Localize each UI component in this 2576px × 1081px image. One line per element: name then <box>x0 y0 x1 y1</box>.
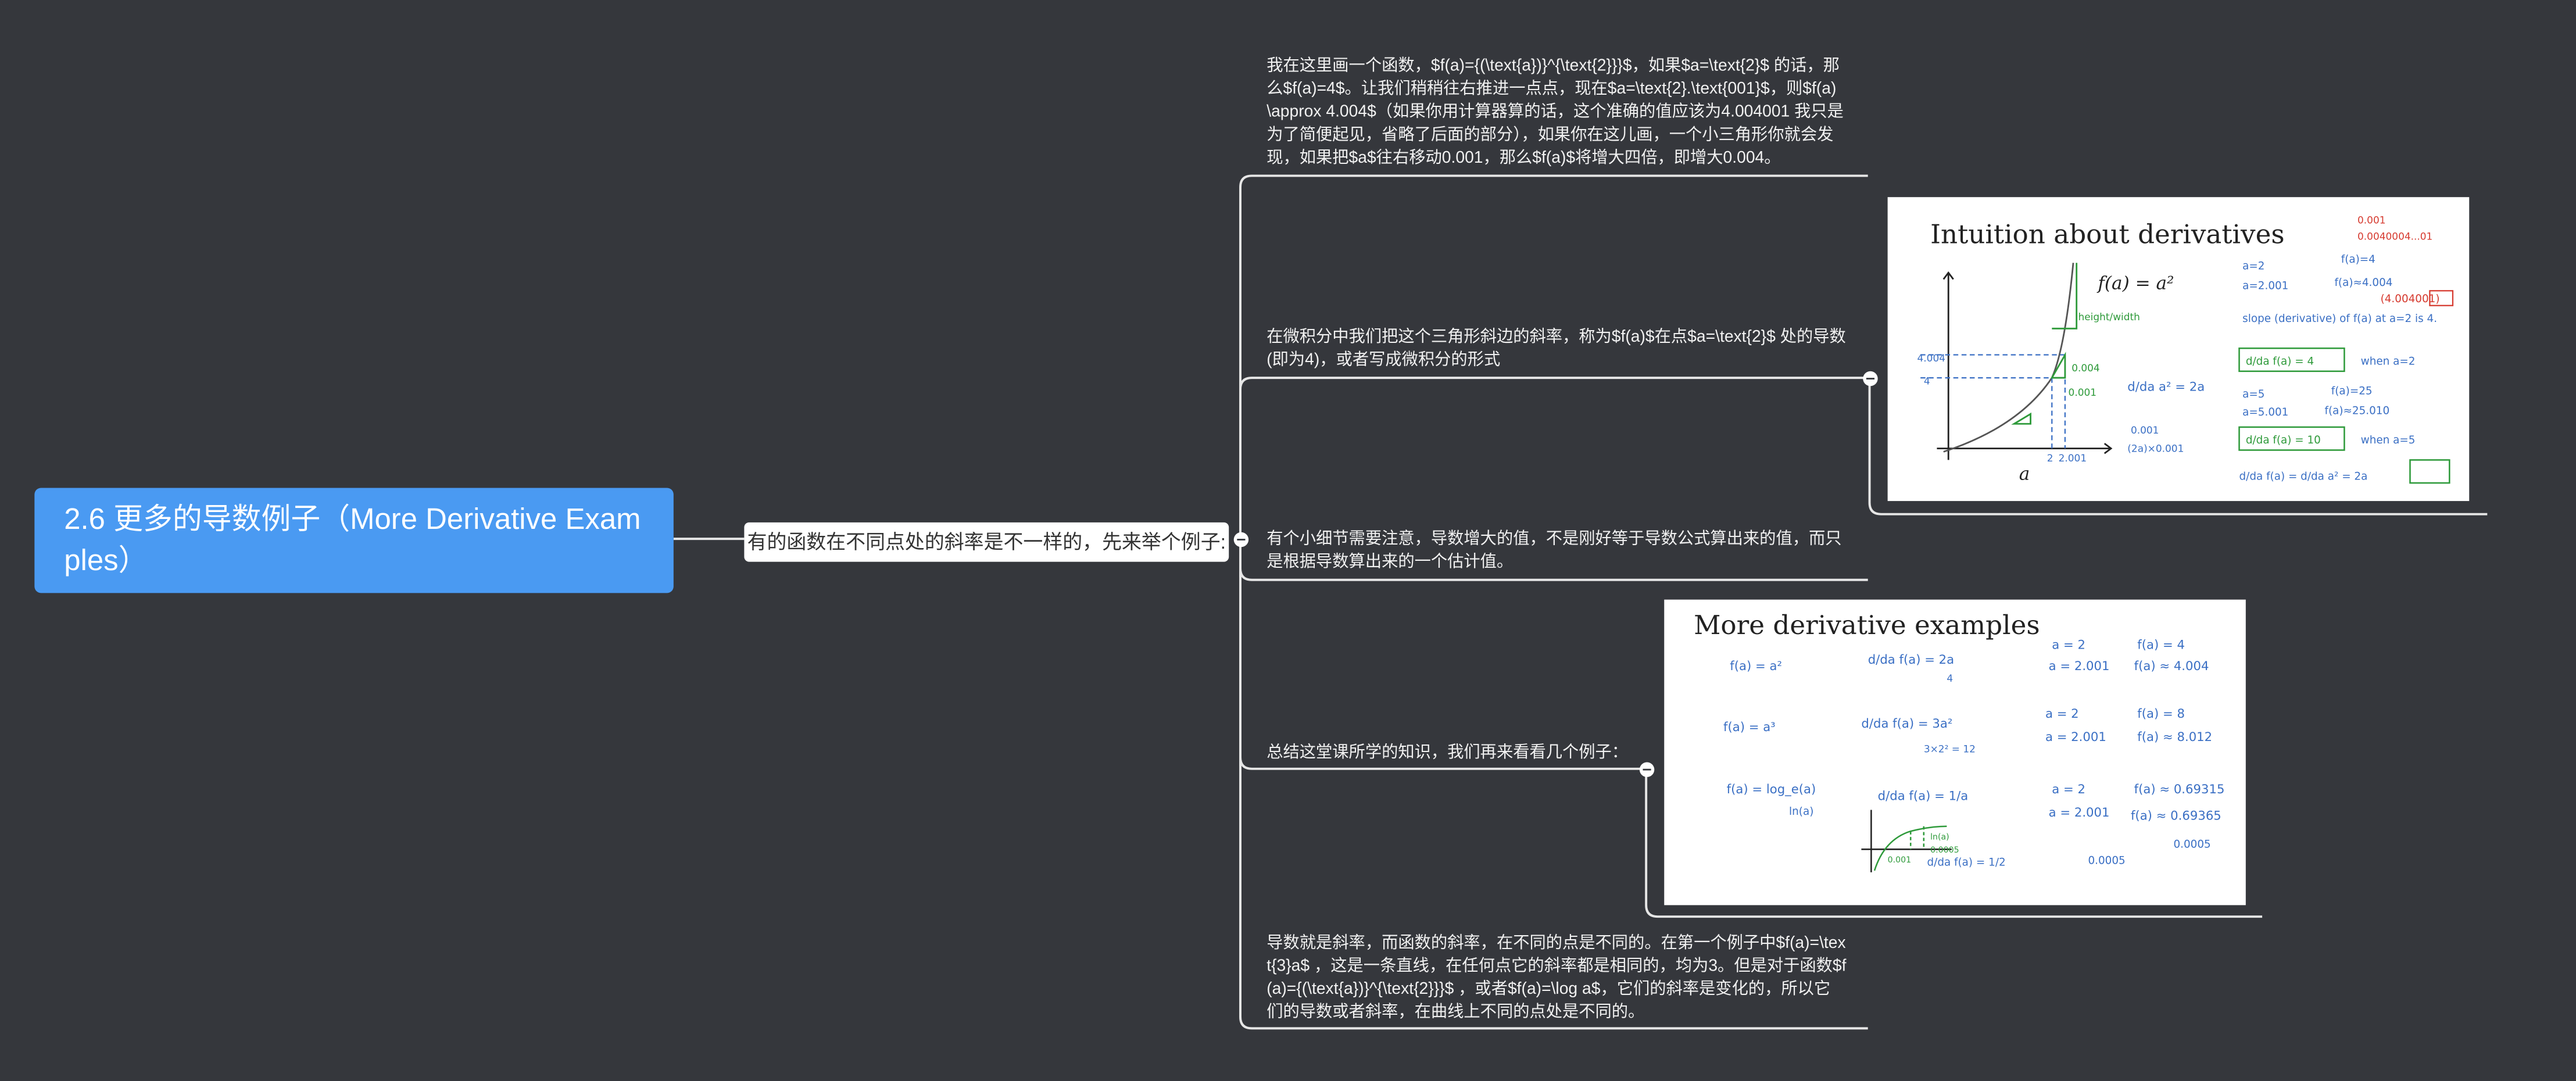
small-mark: 0.0005 <box>2088 855 2125 867</box>
derivative-label: d/da f(a) = 2a <box>1868 652 1954 667</box>
fa-value: f(a)≈25.010 <box>2324 405 2389 417</box>
derivative-value: 3×2² = 12 <box>1924 743 1976 755</box>
slide-title: More derivative examples <box>1694 609 2040 641</box>
leaf-node-1[interactable]: 我在这里画一个函数，$f(a)={(\text{a})}^{\text{2}}}… <box>1266 57 1844 168</box>
function-label: f(a) = a² <box>1730 658 1782 673</box>
graph-mark: 0.004 <box>2071 362 2100 374</box>
a-value: a = 2.001 <box>2045 729 2106 744</box>
a-value: a = 2.001 <box>2049 805 2110 819</box>
function-label: f(a) = log_e(a) <box>1727 782 1816 796</box>
graph-mark: 2.001 <box>2059 452 2087 464</box>
derivative-label: d/da f(a) = 3a² <box>1861 716 1952 731</box>
tangent-triangle <box>2011 263 2078 425</box>
graph-mark: height/width <box>2078 311 2140 323</box>
highlight-box <box>2238 347 2345 373</box>
a-value: a = 2 <box>2045 706 2079 721</box>
graph-mark: 4 <box>1924 375 1930 386</box>
root-topic[interactable]: 2.6 更多的导数例子（More Derivative Examples） <box>34 488 674 593</box>
leaf-node-2[interactable]: 在微积分中我们把这个三角形斜边的斜率，称为$f(a)$在点$a=\text{2}… <box>1266 328 1846 370</box>
fa-value: f(a)=25 <box>2331 385 2373 397</box>
slide-image-more-examples[interactable]: More derivative examples f(a) = a² d/da … <box>1664 599 2246 905</box>
derivative-value: 4 <box>1947 672 1953 684</box>
small-note: (2a)×0.001 <box>2127 442 2184 454</box>
graph-annotations <box>1920 354 2066 449</box>
leaf-node-5[interactable]: 导数就是斜率，而函数的斜率，在不同的点是不同的。在第一个例子中$f(a)=\te… <box>1266 935 1847 1022</box>
highlight-box <box>2238 426 2345 451</box>
middle-derivative: d/da a² = 2a <box>2127 380 2205 394</box>
derivative-value: d/da f(a) = 1/2 <box>1927 857 2005 869</box>
a-value: a = 2 <box>2052 637 2085 652</box>
small-mark: ln(a) <box>1930 832 1949 842</box>
function-sub: ln(a) <box>1789 806 1813 818</box>
fa-value: (4.004001) <box>2381 293 2440 305</box>
connector-leaf4-slide2 <box>1645 768 2263 918</box>
graph-mark: 2 <box>2047 452 2053 464</box>
fa-value: f(a) = 4 <box>2137 637 2185 652</box>
highlight-box <box>2409 459 2450 484</box>
slope-line: slope (derivative) of f(a) at a=2 is 4. <box>2242 313 2437 325</box>
note-red: 0.0040004...01 <box>2357 231 2432 242</box>
derivative-label: d/da f(a) = 1/a <box>1878 789 1969 803</box>
collapse-toggle-icon[interactable] <box>1638 761 1654 776</box>
graph-mark: 4.004 <box>1917 352 1946 364</box>
slide-title: Intuition about derivatives <box>1930 218 2285 250</box>
slide-image-derivative-intuition[interactable]: Intuition about derivatives 4.004 4 2 2.… <box>1887 197 2470 502</box>
sub-topic-node[interactable]: 有的函数在不同点处的斜率是不一样的，先来举个例子: <box>744 522 1229 562</box>
leaf-node-3[interactable]: 有个小细节需要注意，导数增大的值，不是刚好等于导数公式算出来的值，而只是根据导数… <box>1266 530 1842 572</box>
collapse-toggle-icon[interactable] <box>1862 370 1877 385</box>
a-value: a=2.001 <box>2242 280 2288 292</box>
a-value: a = 2.001 <box>2049 658 2110 673</box>
function-label: f(a) = a³ <box>1723 720 1776 734</box>
collapse-toggle-icon[interactable] <box>1233 531 1248 546</box>
connector-sub-leaf-5 <box>1239 539 1868 1030</box>
small-mark: 0.0005 <box>2173 838 2210 850</box>
fa-value: f(a)=4 <box>2341 253 2375 266</box>
a-value: a=5.001 <box>2242 406 2288 418</box>
a-value: a=2 <box>2242 260 2264 273</box>
formula-label: f(a) = a² <box>2096 273 2174 293</box>
when-condition: when a=5 <box>2361 434 2416 446</box>
derivative-eq: d/da f(a) = 10 <box>2246 434 2321 446</box>
connector-leaf2-slide1 <box>1868 378 2488 516</box>
fa-value: f(a)≈4.004 <box>2334 277 2392 289</box>
graph-mark: 0.001 <box>2069 386 2097 398</box>
fa-value: f(a) ≈ 4.004 <box>2134 658 2209 673</box>
fa-value: f(a) ≈ 0.69315 <box>2134 782 2225 796</box>
a-value: a=5 <box>2242 388 2264 400</box>
small-mark: 0.001 <box>1888 856 1911 865</box>
small-note: 0.001 <box>2131 424 2159 436</box>
general-derivative: d/da f(a) = d/da a² = 2a <box>2239 470 2368 482</box>
highlight-box-red <box>2429 290 2454 306</box>
when-condition: when a=2 <box>2361 355 2416 367</box>
connector-sub-leaf-1 <box>1239 174 1868 539</box>
connector-sub-leaf-2 <box>1239 377 1868 539</box>
a-value: a = 2 <box>2052 782 2085 796</box>
derivative-eq: d/da f(a) = 4 <box>2246 355 2314 367</box>
leaf-node-4[interactable]: 总结这堂课所学的知识，我们再来看看几个例子： <box>1266 744 1629 763</box>
axis-label: a <box>2019 463 2030 484</box>
note-red: 0.001 <box>2357 214 2386 225</box>
fa-value: f(a) ≈ 0.69365 <box>2131 808 2221 822</box>
fa-value: f(a) ≈ 8.012 <box>2137 729 2212 744</box>
fa-value: f(a) = 8 <box>2137 706 2185 721</box>
small-mark: 0.0005 <box>1930 846 1959 855</box>
